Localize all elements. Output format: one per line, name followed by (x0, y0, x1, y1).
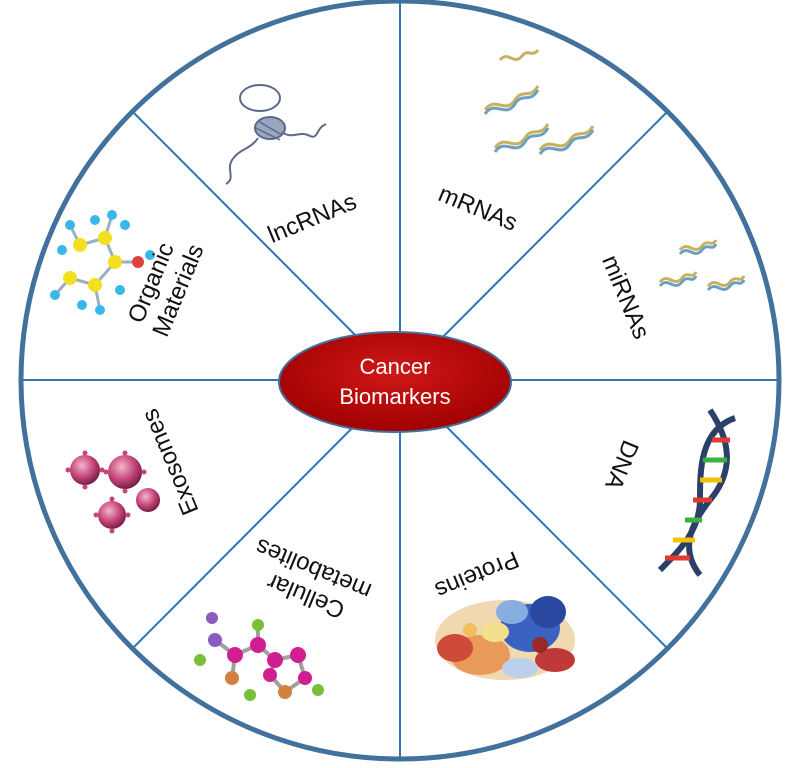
center-label-line1: Cancer (360, 354, 431, 379)
organic-molecule-icon (50, 210, 155, 315)
protein-structure-icon (435, 596, 575, 680)
metabolite-molecule-icon (194, 612, 324, 701)
lncrna-icon (225, 84, 327, 185)
divider-diagonal-ne (399, 112, 667, 381)
mirna-icon (658, 239, 746, 292)
dna-helix-icon (657, 408, 737, 577)
mrna-icon (483, 48, 595, 155)
center-node: Cancer Biomarkers (278, 331, 512, 433)
center-oval (278, 331, 512, 433)
exosome-icon (65, 450, 160, 534)
center-label-line2: Biomarkers (339, 384, 450, 409)
